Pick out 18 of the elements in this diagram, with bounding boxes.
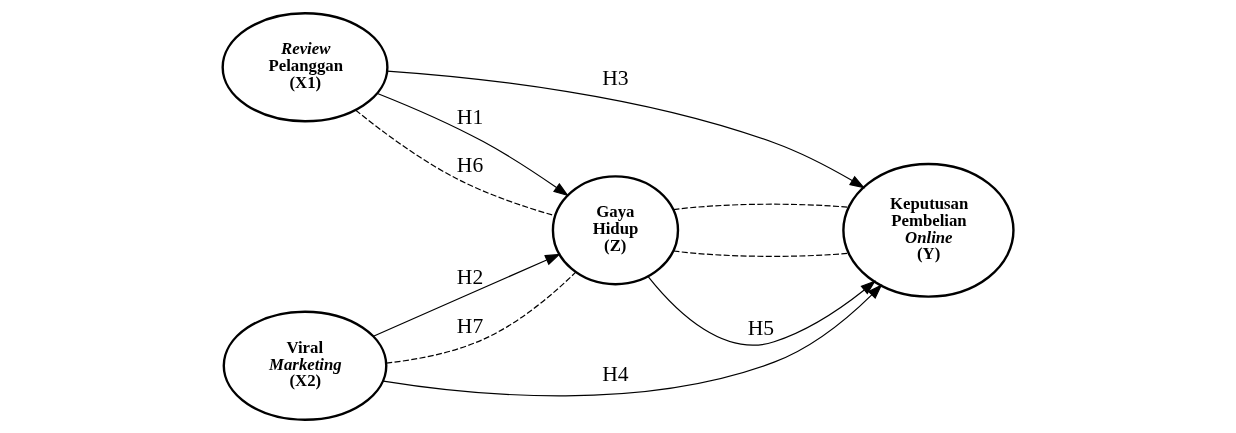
edge-label: H1 xyxy=(456,105,484,130)
edge-label: H3 xyxy=(602,65,629,90)
connector xyxy=(385,272,576,364)
connector xyxy=(355,109,556,217)
connector xyxy=(673,250,849,257)
edge-label: H4 xyxy=(602,361,629,386)
edge-label: H6 xyxy=(456,153,484,178)
arrow xyxy=(647,276,876,346)
node-ellipse: Viral Marketing (X2) xyxy=(222,310,388,421)
arrow xyxy=(372,253,561,337)
arrow xyxy=(376,92,569,197)
arrow xyxy=(382,284,883,397)
edge-label: H7 xyxy=(456,313,484,338)
edge-label: H5 xyxy=(747,316,775,341)
edge-label: H2 xyxy=(456,264,484,289)
arrow xyxy=(386,70,866,189)
node-ellipse: Review Pelanggan (X1) xyxy=(221,12,389,123)
connector xyxy=(673,203,849,211)
